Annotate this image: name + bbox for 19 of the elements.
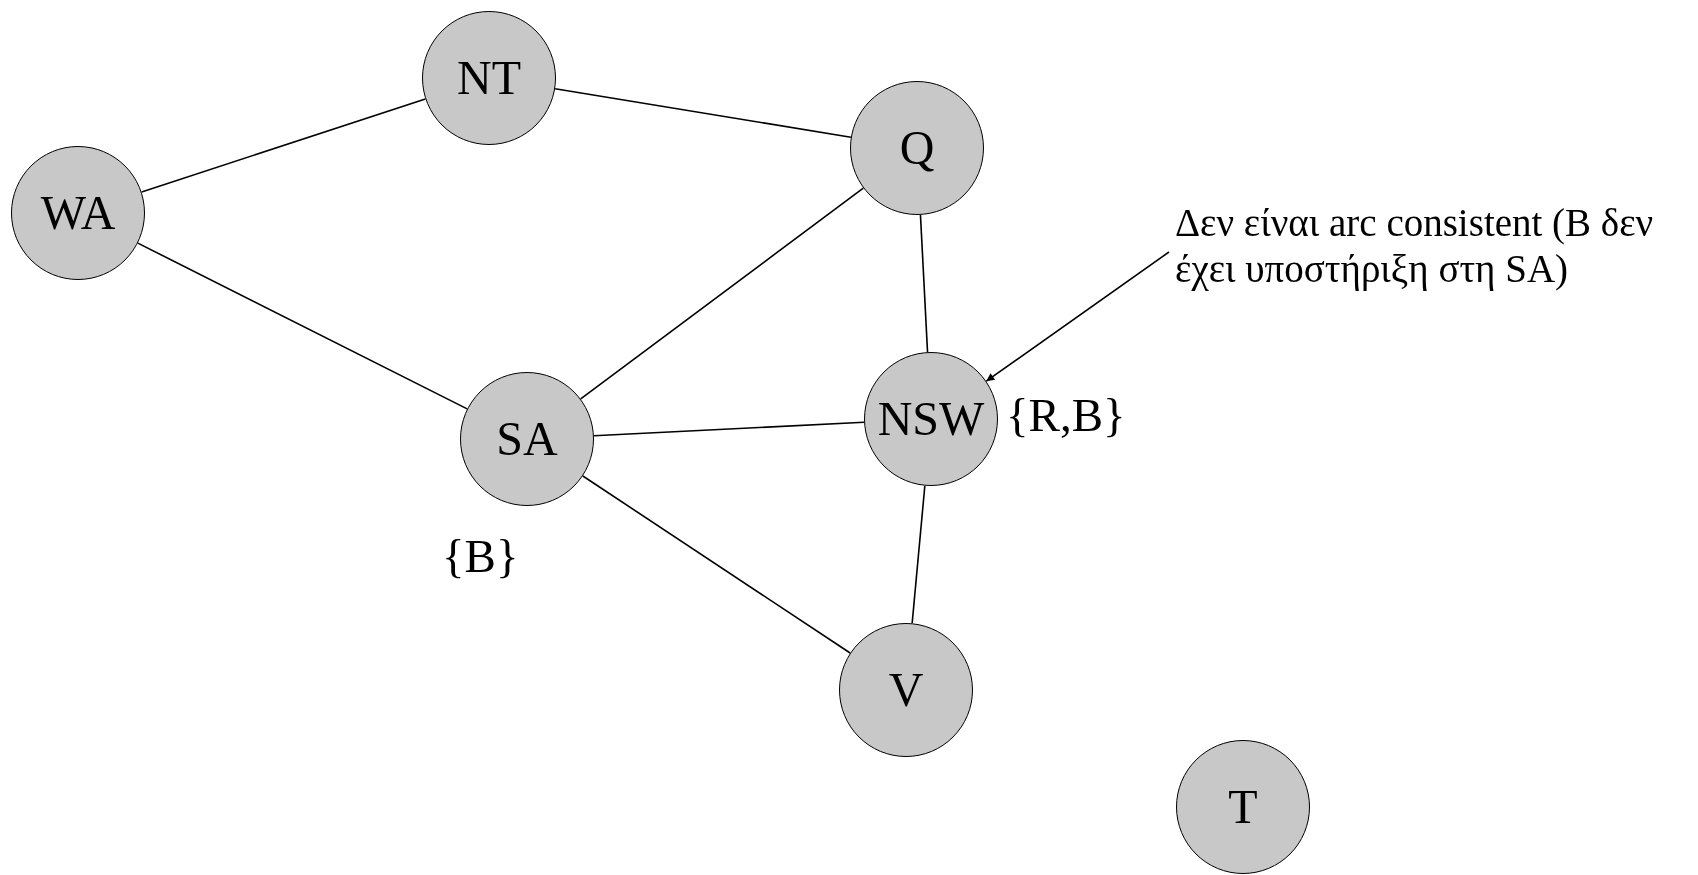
edge-line: [582, 475, 851, 654]
edge-line: [911, 484, 926, 625]
edge-line: [137, 242, 468, 410]
domain-label: {B}: [442, 533, 519, 580]
edge-line: [579, 187, 865, 400]
node-label: NT: [457, 54, 521, 102]
annotation-text: Δεν είναι arc consistent (B δεν έχει υποστήριξη στη SA): [1175, 200, 1655, 292]
domain-label: {R,B}: [1006, 392, 1126, 439]
edge-line: [593, 421, 865, 437]
node-label: WA: [40, 189, 116, 237]
node-label: V: [888, 666, 924, 714]
edge-line: [140, 98, 427, 193]
node-label: T: [1228, 783, 1258, 831]
edge-line: [919, 214, 929, 353]
node-label: SA: [496, 415, 558, 463]
edge-line: [554, 88, 852, 138]
node-label: Q: [899, 124, 935, 172]
node-label: NSW: [877, 395, 985, 443]
arrow: [985, 251, 1170, 382]
